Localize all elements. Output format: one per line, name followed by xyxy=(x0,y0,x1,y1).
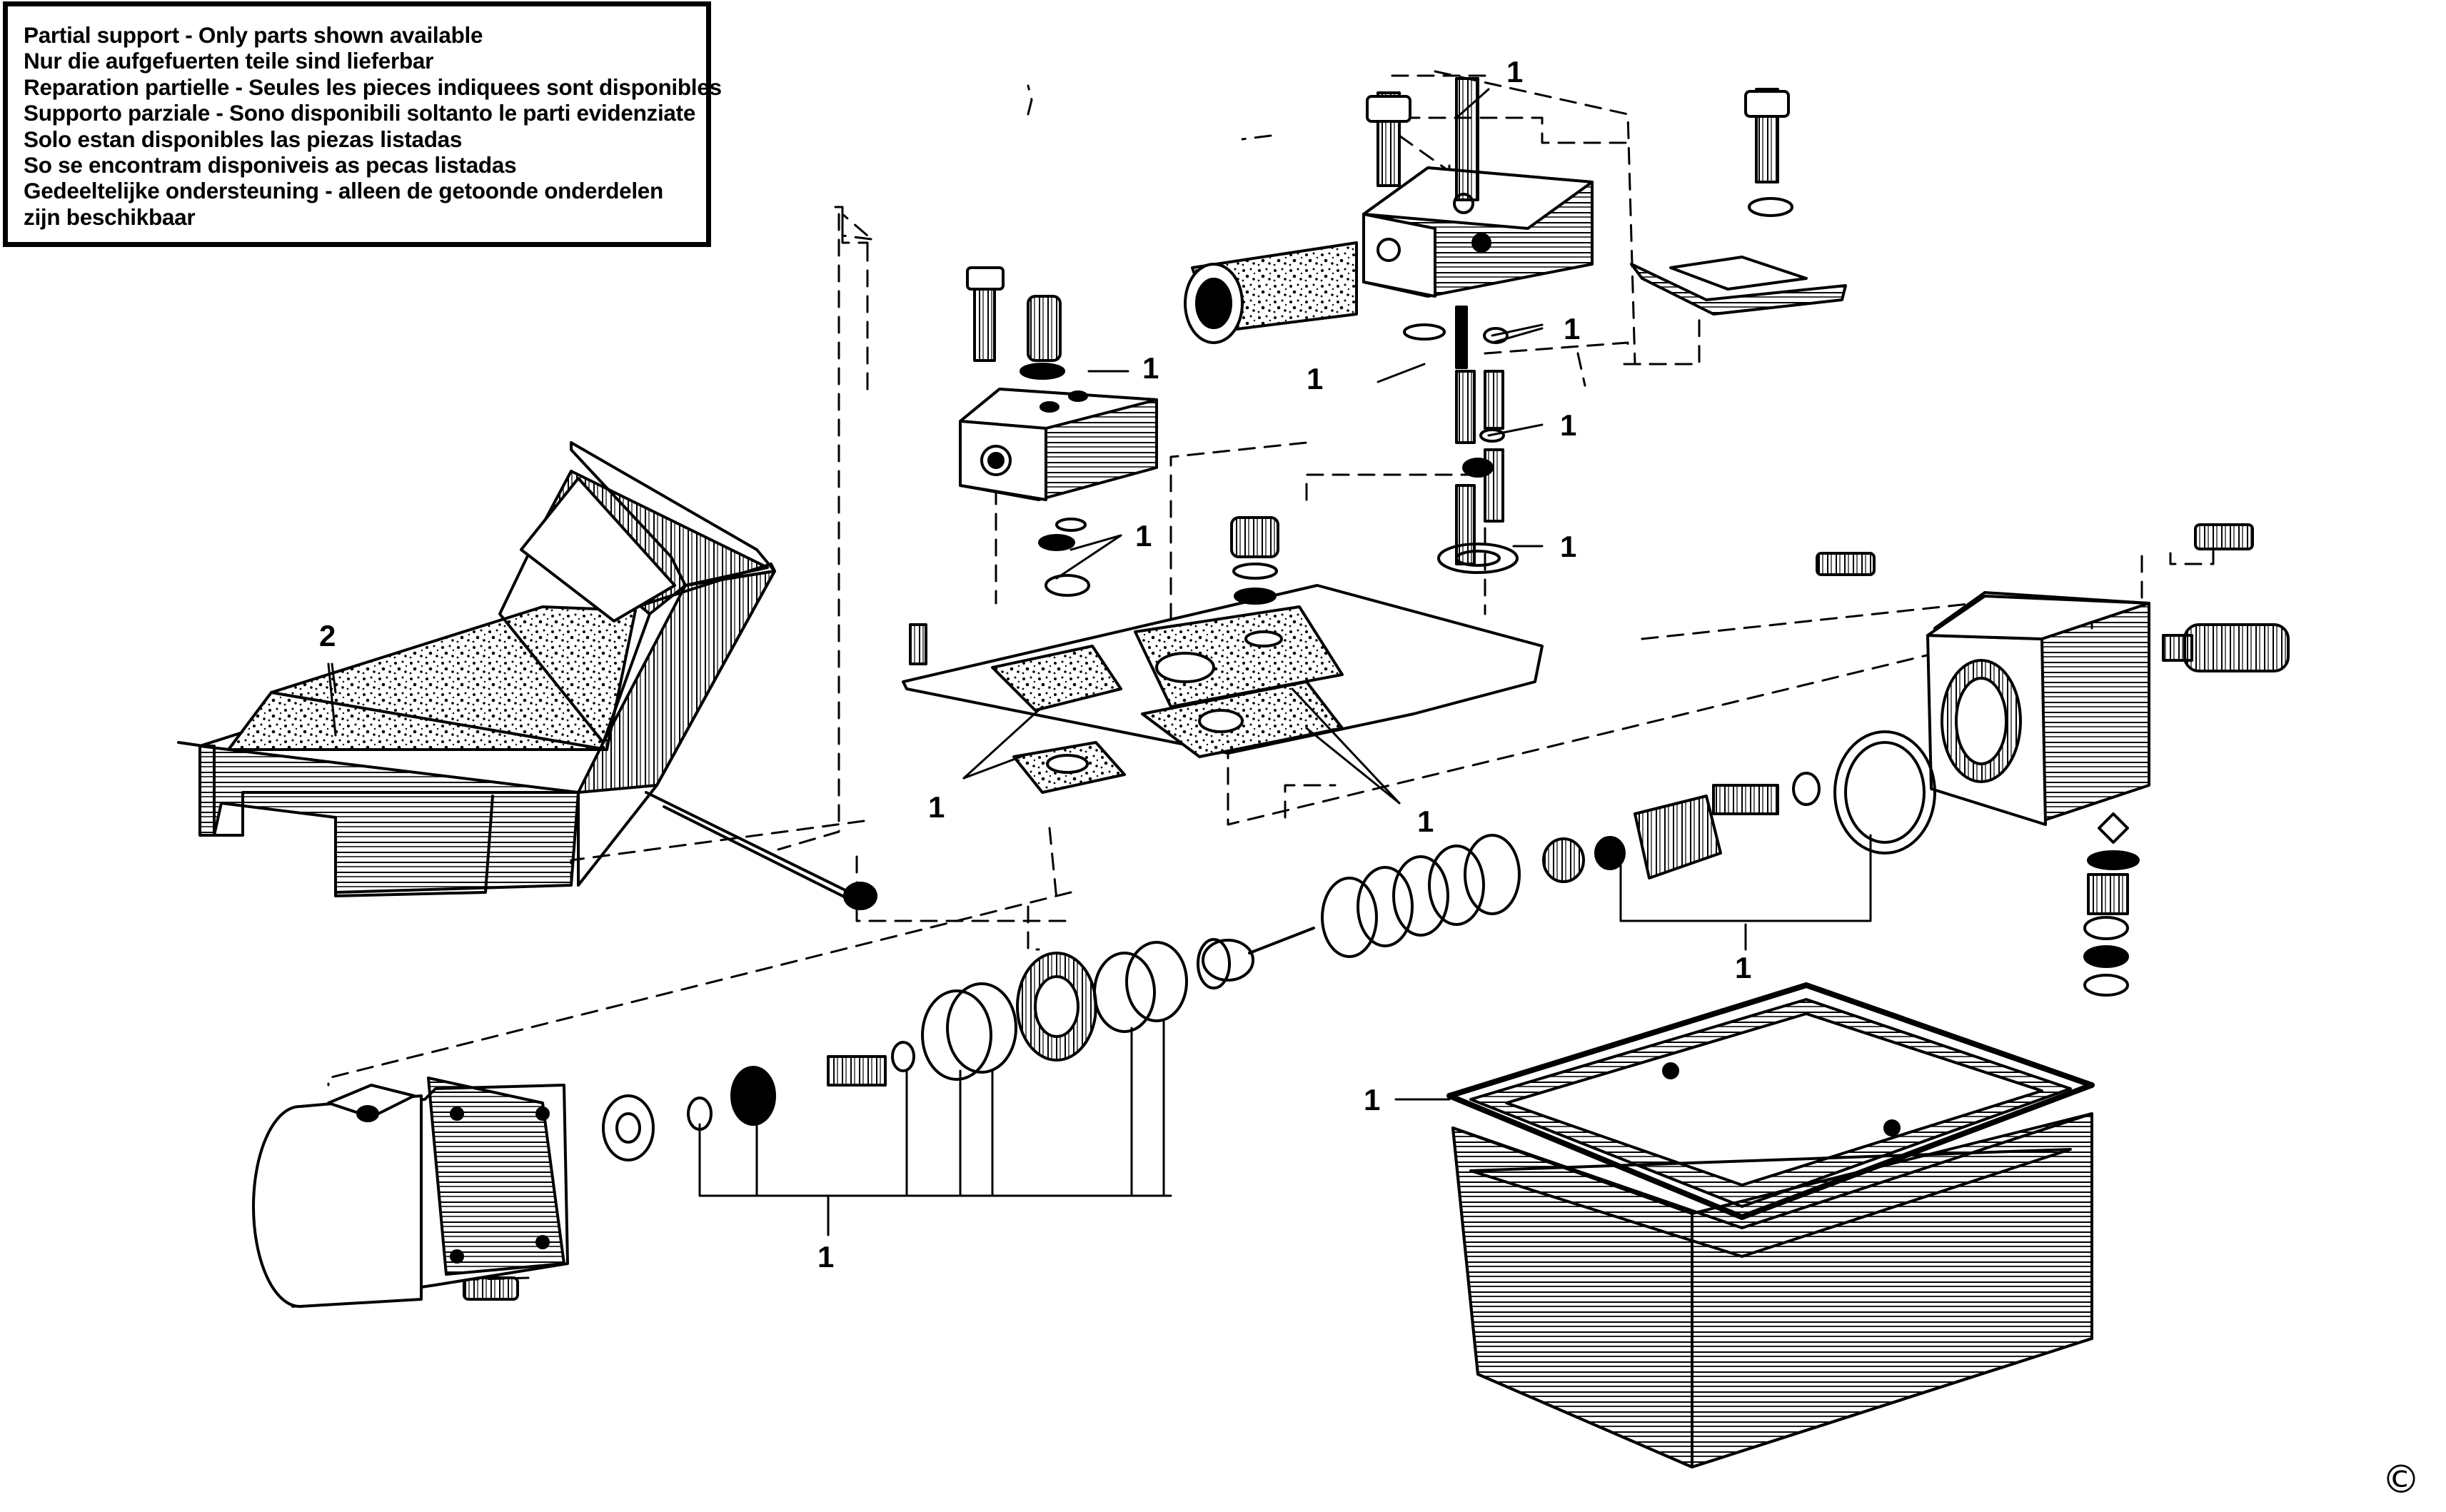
mounting-bracket xyxy=(1630,197,1847,316)
gasket-plate xyxy=(902,516,1544,794)
valve-stack xyxy=(1403,306,1519,574)
callout-7: 1 xyxy=(1135,519,1152,553)
electric-motor xyxy=(252,1077,569,1308)
return-spring xyxy=(1321,834,1521,958)
notice-line-it: Supporto parziale - Sono disponibili sol… xyxy=(24,100,696,126)
notice-line-de: Nur die aufgefuerten teile sind lieferba… xyxy=(24,48,434,74)
callout-11: 1 xyxy=(1364,1083,1380,1117)
callout-12: 1 xyxy=(817,1240,834,1274)
callout-3: 1 xyxy=(1307,362,1323,395)
notice-line-es: Solo estan disponibles las piezas listad… xyxy=(24,126,463,152)
callout-pedal: 2 xyxy=(319,619,336,652)
piston-assembly xyxy=(602,730,1936,1161)
callout-numbers: 1 1 1 1 1 1 1 1 1 1 1 1 2 xyxy=(319,55,1751,1274)
notice-line-nl: Gedeeltelijke ondersteuning - alleen de … xyxy=(24,178,663,204)
notice-line-en: Partial support - Only parts shown avail… xyxy=(24,22,483,48)
callout-1: 1 xyxy=(1506,55,1523,89)
bolts xyxy=(463,77,2254,1301)
partial-support-notice: Partial support - Only parts shown avail… xyxy=(3,1,722,247)
callout-2: 1 xyxy=(1564,312,1580,346)
callout-5: 1 xyxy=(1560,408,1576,442)
callout-leaders xyxy=(331,88,1872,1236)
callout-6: 1 xyxy=(1560,530,1576,563)
callout-8: 1 xyxy=(928,790,945,824)
foot-pedal xyxy=(177,441,877,910)
notice-line-fr: Reparation partielle - Seules les pieces… xyxy=(24,74,722,100)
oil-reservoir xyxy=(1446,982,2095,1468)
top-valve-block xyxy=(1184,166,1594,344)
callout-9: 1 xyxy=(1417,805,1434,838)
pilot-block xyxy=(959,295,1158,597)
callout-10: 1 xyxy=(1735,951,1751,984)
notice-line-pt: So se encontram disponiveis as pecas lis… xyxy=(24,152,517,178)
copyright-mark: © xyxy=(2382,1457,2420,1502)
pump-head xyxy=(1926,591,2290,997)
callout-4: 1 xyxy=(1142,351,1159,385)
notice-line-nl-2: zijn beschikbaar xyxy=(24,203,196,230)
